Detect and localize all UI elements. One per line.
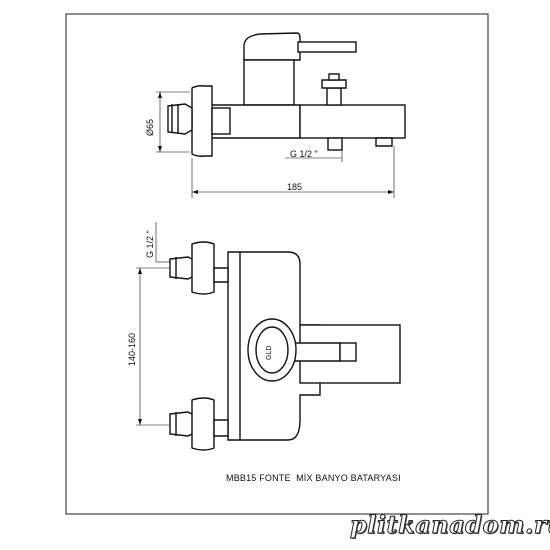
spacing-label: 140-160 bbox=[127, 332, 137, 366]
thread-side-label: G 1/2 " bbox=[145, 230, 155, 258]
side-dimensions bbox=[156, 91, 395, 198]
brand-logo: GLD bbox=[266, 345, 273, 360]
front-lever bbox=[289, 342, 341, 362]
watermark: plitkanadom.ru bbox=[350, 510, 550, 540]
wall-flange bbox=[191, 85, 213, 157]
diameter-label: Ø65 bbox=[145, 118, 155, 136]
cartridge bbox=[243, 59, 295, 106]
side-view bbox=[167, 32, 406, 157]
lever-arm bbox=[297, 41, 357, 53]
spout bbox=[299, 104, 406, 139]
upper-flange bbox=[191, 241, 215, 295]
spout-outlet bbox=[375, 137, 393, 147]
shower-outlet bbox=[327, 137, 343, 151]
product-caption: MBB15 FONTE MİX BANYO BATARYASI bbox=[226, 473, 401, 483]
diverter-knob bbox=[321, 79, 347, 89]
diverter-stem bbox=[326, 87, 342, 106]
front-view bbox=[169, 241, 401, 451]
drawing-frame bbox=[65, 13, 489, 515]
lower-flange bbox=[191, 397, 215, 451]
thread-top-label: G 1/2 " bbox=[290, 149, 318, 159]
eccentric-connector bbox=[167, 103, 193, 135]
front-dimensions bbox=[136, 222, 170, 426]
lever-handle bbox=[243, 32, 301, 61]
length-label: 185 bbox=[287, 182, 303, 192]
